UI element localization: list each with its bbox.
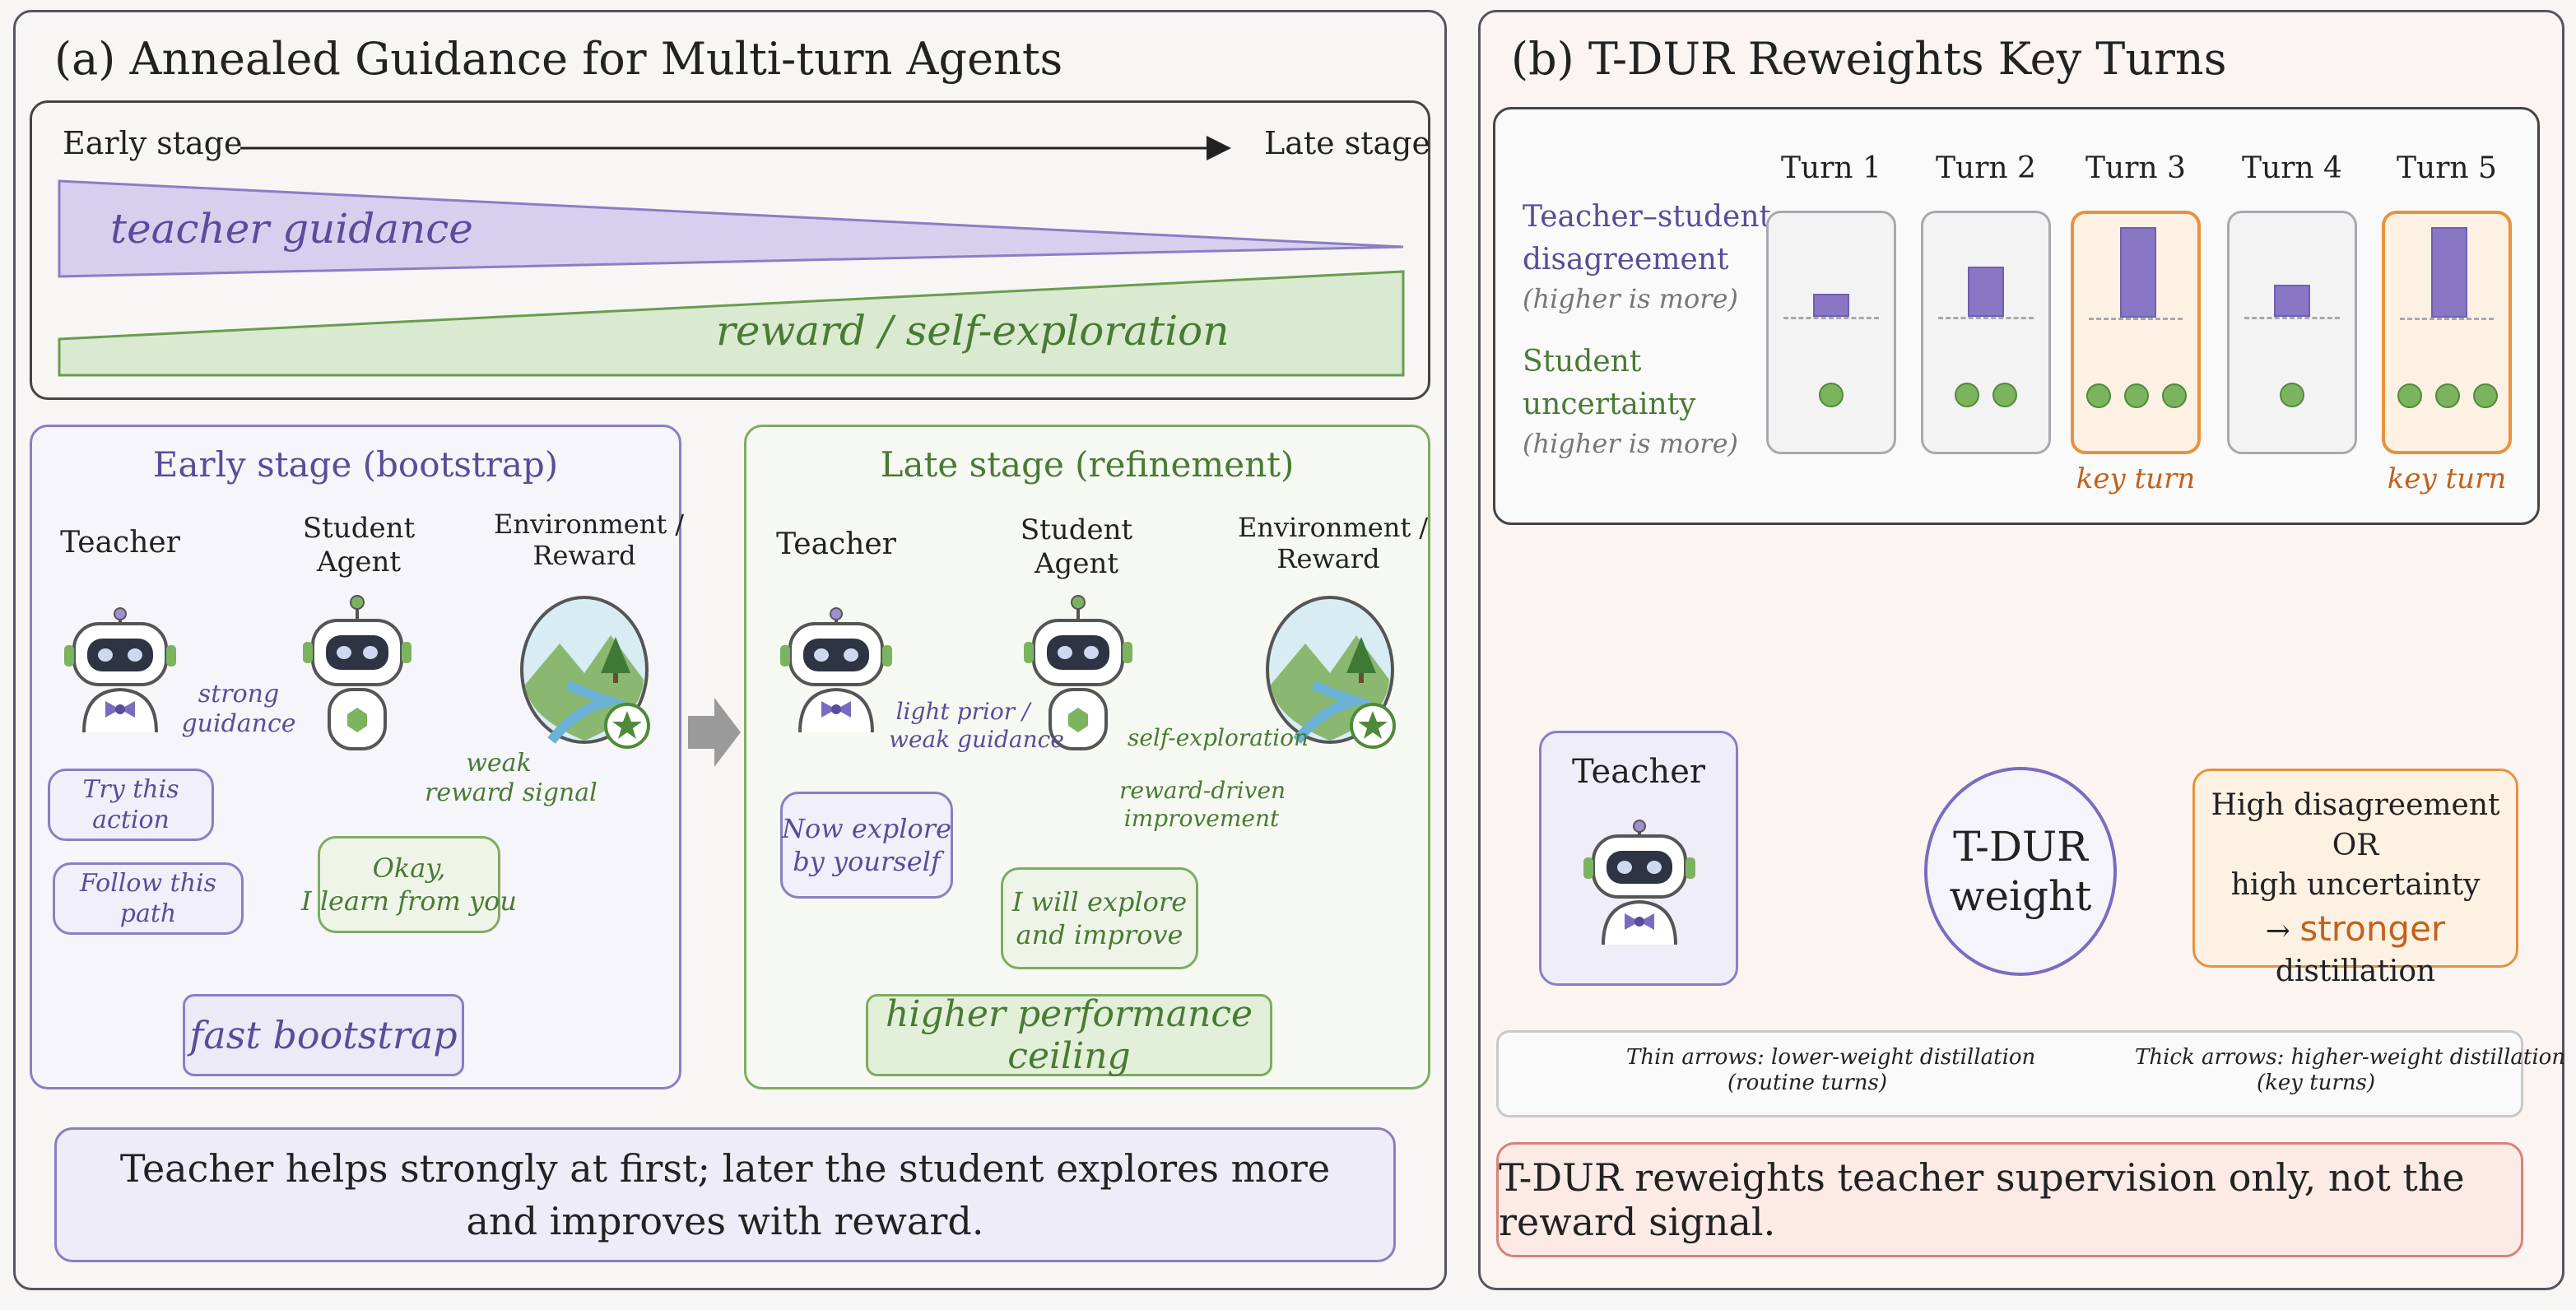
panel-b-title: (b) T-DUR Reweights Key Turns — [1511, 33, 2227, 85]
light-prior-label: light prior / weak guidance — [889, 698, 1064, 753]
reward-driven-label: reward-driven improvement — [1119, 777, 1286, 832]
t-dur-weight-node: T-DUR weight — [1924, 767, 2117, 976]
uncertainty-dot — [2086, 383, 2111, 408]
key-turn-label: key turn — [2387, 462, 2507, 495]
panel-a-summary: Teacher helps strongly at first; later t… — [54, 1127, 1396, 1262]
outcome-line1: High disagreement — [2211, 788, 2500, 822]
disagreement-bar — [1968, 267, 2004, 317]
turn-label: Turn 2 — [1936, 151, 2036, 185]
uncertainty-dot — [1819, 383, 1844, 407]
reward-wedge — [58, 270, 1405, 377]
early-student-robot-icon — [300, 594, 415, 759]
uncertainty-dot — [2397, 383, 2422, 408]
baseline-dash — [1783, 317, 1879, 319]
panel-a-title: (a) Annealed Guidance for Multi-turn Age… — [54, 33, 1063, 85]
late-stage-box — [744, 425, 1430, 1089]
uncertainty-dot — [2124, 383, 2149, 408]
teacher-guidance-wedge — [58, 179, 1404, 278]
late-stage-title: Late stage (refinement) — [880, 444, 1295, 485]
late-teacher-label: Teacher — [776, 527, 896, 561]
self-exploration-label: self-exploration — [1128, 724, 1309, 751]
stage-transition-arrow — [688, 698, 741, 767]
disagreement-bar — [2120, 227, 2156, 318]
baseline-dash — [1938, 317, 2034, 319]
uncertainty-dot — [2473, 383, 2498, 408]
uncertainty-dot — [1955, 383, 1979, 407]
uncertainty-dot — [2435, 383, 2460, 408]
bubble-follow-this-path: Follow this path — [53, 862, 244, 935]
disagreement-bar — [2274, 285, 2310, 317]
early-student-label: Student Agent — [302, 512, 416, 578]
early-env-label: Environment / Reward — [494, 509, 684, 572]
panel-b-footer: T-DUR reweights teacher supervision only… — [1496, 1142, 2523, 1257]
uncertainty-row-sub: (higher is more) — [1523, 428, 1738, 459]
stronger-word: stronger — [2299, 908, 2446, 949]
bubble-will-explore: I will explore and improve — [1001, 867, 1198, 969]
turn-label: Turn 5 — [2397, 151, 2497, 185]
disagreement-row-label: Teacher–student disagreement — [1523, 200, 1771, 277]
bubble-try-this-action: Try this action — [48, 769, 214, 841]
legend-box — [1496, 1030, 2523, 1117]
legend-thick-label: Thick arrows: higher-weight distillation… — [2135, 1045, 2565, 1096]
uncertainty-dot — [1992, 383, 2017, 407]
early-teacher-label: Teacher — [60, 526, 180, 560]
outcome-line2: OR — [2332, 828, 2379, 862]
early-teacher-robot-icon — [63, 607, 178, 733]
outcome-line4: → stronger distillation — [2265, 908, 2446, 989]
teacher-box-label: Teacher — [1571, 753, 1706, 791]
turn-label: Turn 1 — [1781, 151, 1881, 185]
bubble-now-explore: Now explore by yourself — [780, 792, 953, 899]
reward-exploration-label: reward / self-exploration — [716, 307, 1230, 355]
turn-card — [2382, 211, 2512, 454]
late-env-label: Environment / Reward — [1238, 512, 1428, 575]
baseline-dash — [2400, 318, 2494, 320]
late-stage-label: Late stage — [1264, 125, 1430, 161]
uncertainty-row-label: Student uncertainty — [1523, 345, 1696, 422]
turn-card — [1766, 211, 1896, 454]
early-stage-label: Early stage — [63, 125, 243, 161]
bubble-okay-learn: Okay, I learn from you — [301, 836, 517, 933]
turn-card — [2227, 211, 2357, 454]
early-stage-box — [30, 425, 681, 1089]
fast-bootstrap-tag: fast bootstrap — [183, 994, 464, 1076]
disagreement-row-sub: (higher is more) — [1523, 283, 1738, 314]
key-turn-label: key turn — [2076, 462, 2196, 495]
disagreement-bar — [1813, 294, 1849, 317]
legend-thin-label: Thin arrows: lower-weight distillation (… — [1626, 1045, 2036, 1096]
turn-card — [1921, 211, 2051, 454]
teacher-guidance-label: teacher guidance — [110, 205, 473, 253]
late-environment-icon — [1264, 594, 1404, 759]
disagreement-bar — [2431, 227, 2467, 318]
early-stage-title: Early stage (bootstrap) — [152, 444, 559, 485]
late-teacher-robot-icon — [779, 607, 894, 733]
uncertainty-dot — [2280, 383, 2304, 407]
timeline-box — [30, 100, 1430, 400]
higher-ceiling-tag: higher performance ceiling — [866, 993, 1272, 1077]
turn-label: Turn 4 — [2242, 151, 2342, 185]
baseline-dash — [2089, 318, 2183, 320]
turn-card — [2071, 211, 2201, 454]
panel-b-teacher-robot-icon — [1582, 820, 1697, 945]
turn-label: Turn 3 — [2085, 151, 2186, 185]
panel-a — [13, 10, 1447, 1290]
early-environment-icon — [518, 594, 658, 759]
outcome-box: High disagreement OR high uncertainty → … — [2192, 769, 2518, 988]
baseline-dash — [2244, 317, 2340, 319]
late-student-robot-icon — [1021, 594, 1136, 759]
outcome-line3: high uncertainty — [2230, 868, 2481, 903]
weak-reward-label: weak reward signal — [425, 749, 598, 807]
uncertainty-dot — [2162, 383, 2187, 408]
strong-guidance-label: strong guidance — [181, 680, 296, 738]
late-student-label: Student Agent — [1020, 513, 1133, 580]
